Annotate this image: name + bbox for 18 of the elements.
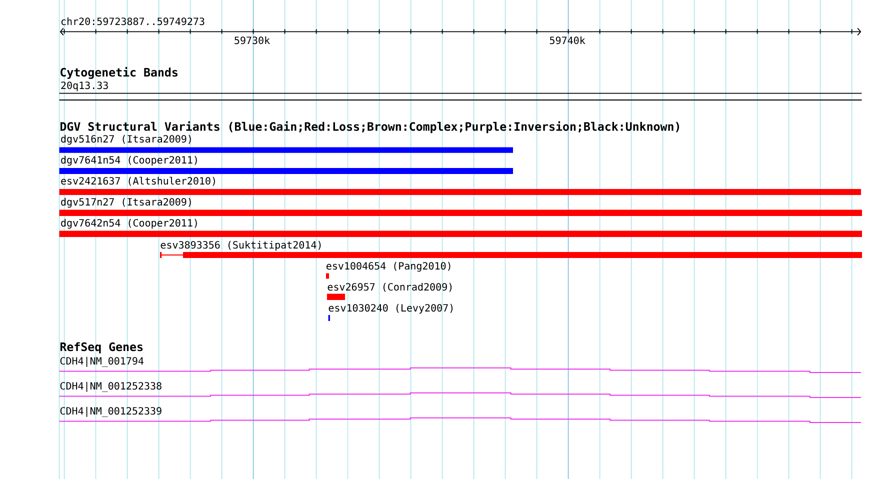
variant-label: dgv517n27 (Itsara2009) [61,198,191,208]
tick-label: 59730k [234,36,270,44]
variant-label: esv2421637 (Altshuler2010) [61,176,215,186]
gene-label: CDH4|NM_001794 [60,356,144,367]
track-title: DGV Structural Variants (Blue:Gain;Red:Loss;Brown:Complex;Purple:Inversion;Black:Unknown) [60,121,680,134]
variant-label: dgv7642n54 (Cooper2011) [61,218,197,229]
variant-label: esv3893356 (Suktitipat2014) [160,240,321,251]
variant-label: dgv7641n54 (Cooper2011) [61,156,197,166]
variant-label: esv26957 (Conrad2009) [328,282,452,292]
gene-label: CDH4|NM_001252339 [60,406,162,417]
band-label: 20q13.33 [61,82,108,92]
tick-label: 59740k [550,36,586,44]
gene-label: CDH4|NM_001252338 [60,382,162,392]
variant-label: esv1004654 (Pang2010) [326,262,450,272]
region-label: chr20:59723887..59749273 [61,17,204,26]
track-title: RefSeq Genes [60,342,143,354]
variant-label: esv1030240 (Levy2007) [328,304,453,314]
variant-label: dgv516n27 (Itsara2009) [61,134,191,145]
